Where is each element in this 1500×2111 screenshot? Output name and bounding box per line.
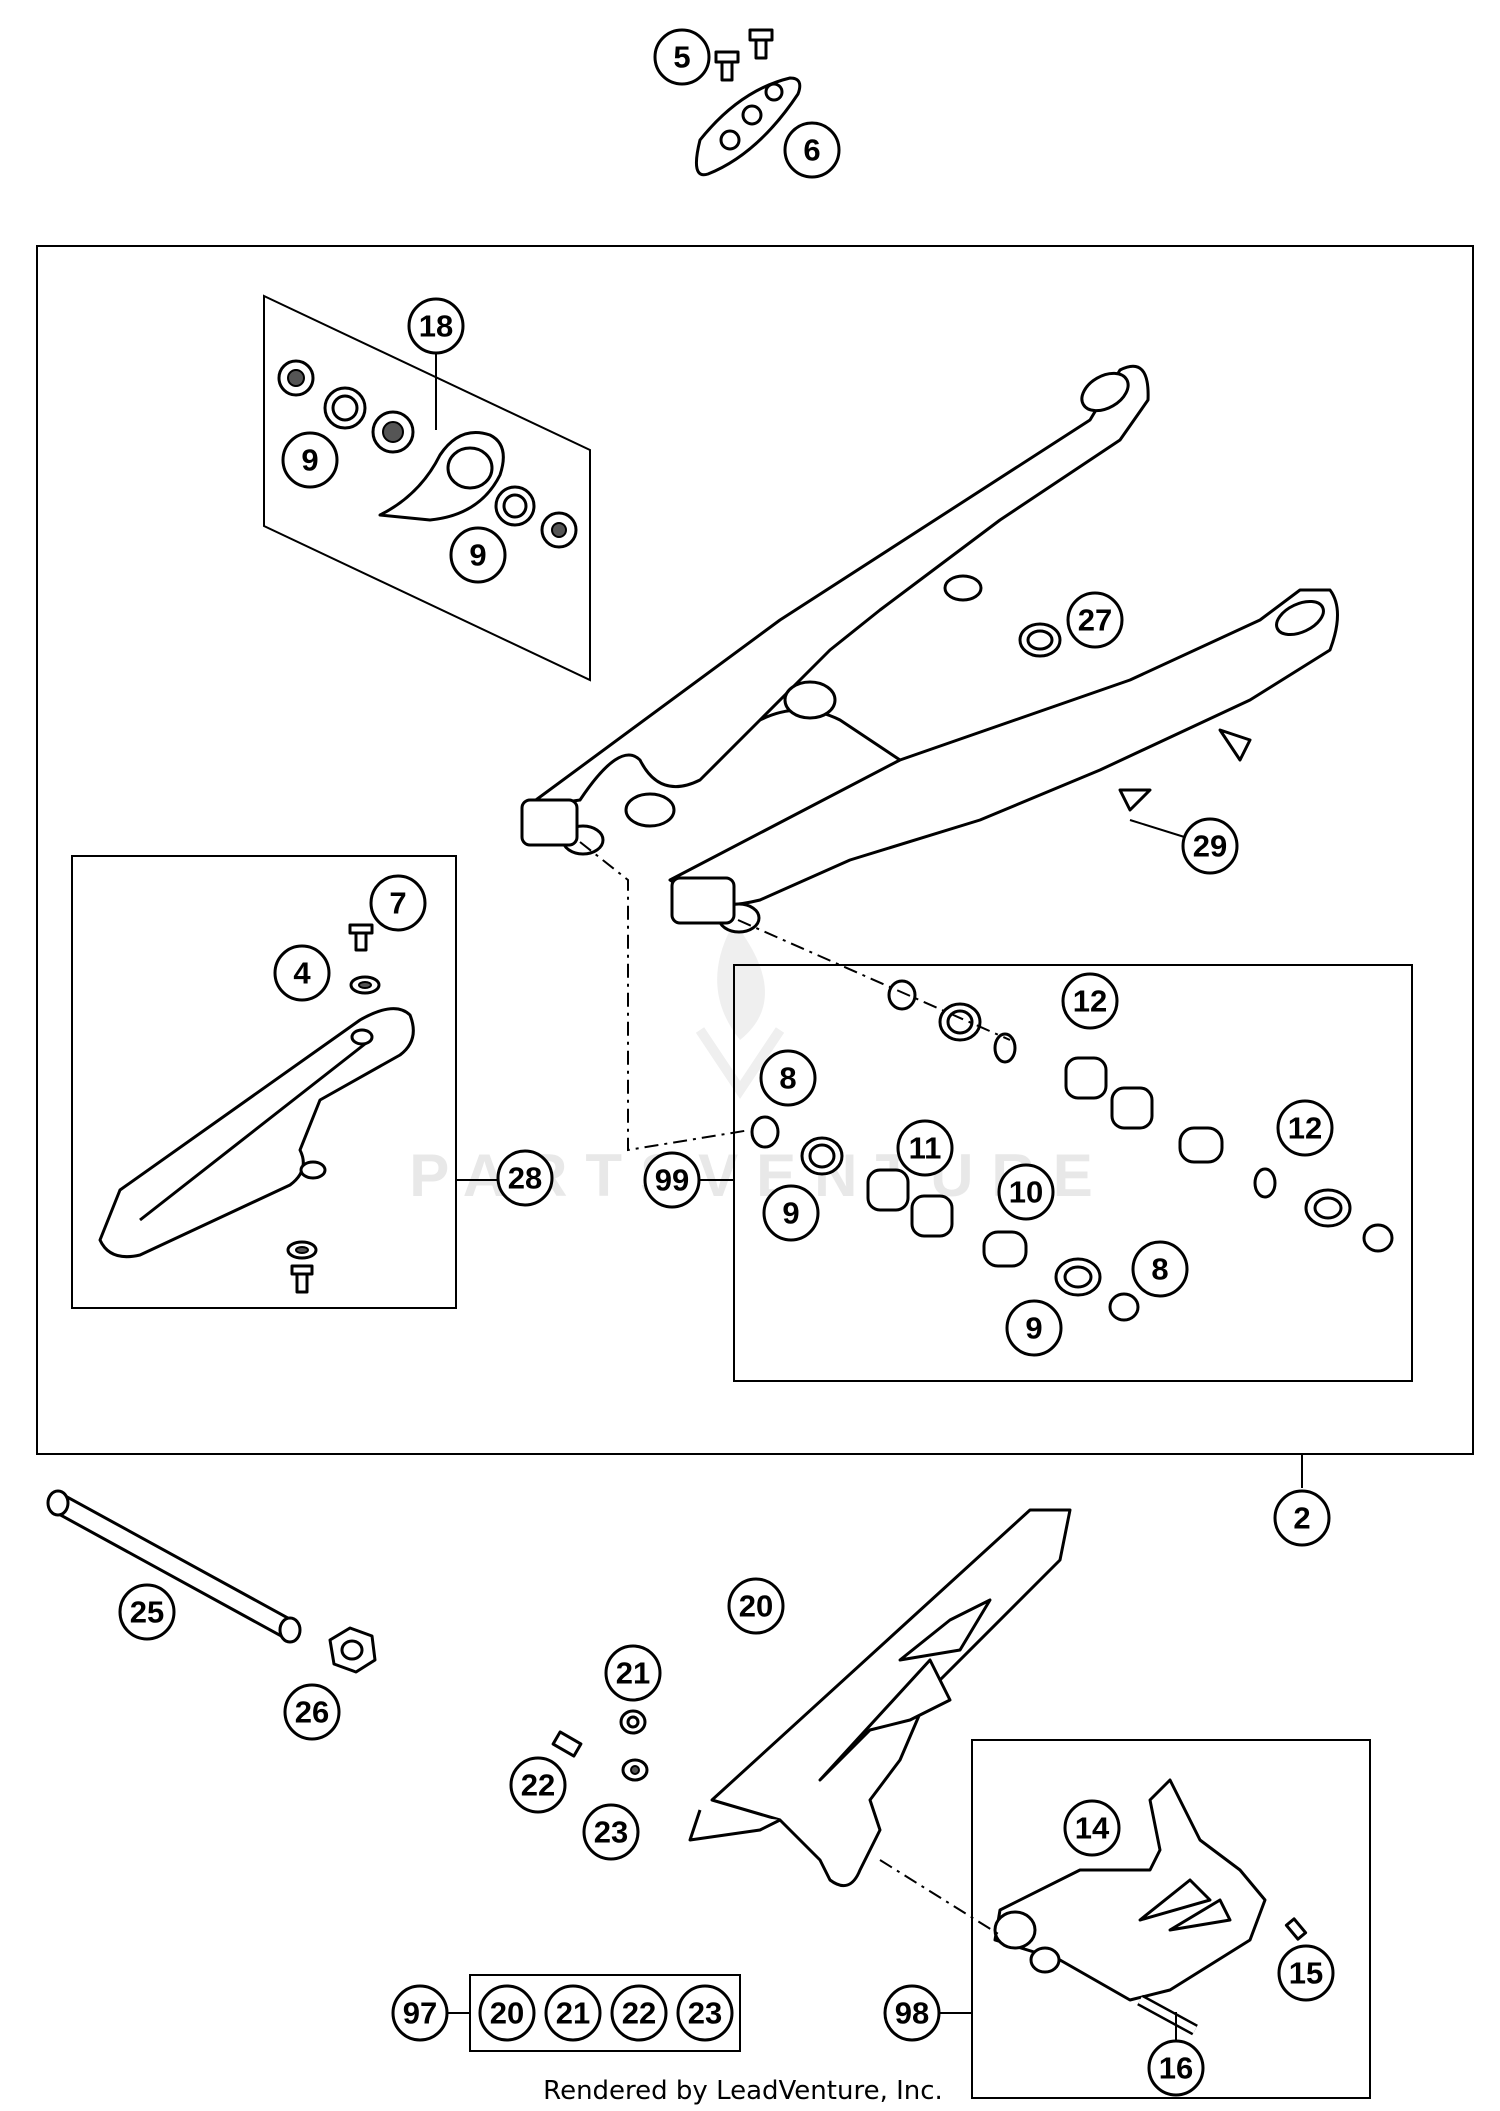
callout-7[interactable]: 7 — [369, 874, 427, 932]
svg-text:8: 8 — [1151, 1252, 1168, 1287]
callout-9-b[interactable]: 9 — [449, 526, 507, 584]
svg-text:98: 98 — [895, 1996, 929, 2031]
callout-20[interactable]: 20 — [727, 1577, 785, 1635]
svg-text:22: 22 — [521, 1768, 555, 1803]
callout-18[interactable]: 18 — [407, 297, 465, 355]
svg-text:20: 20 — [739, 1589, 773, 1624]
callout-8-a[interactable]: 8 — [759, 1049, 817, 1107]
chain-guard-plate-part — [694, 28, 802, 177]
chain-slider-part — [98, 923, 415, 1294]
callout-8-b[interactable]: 8 — [1131, 1240, 1189, 1298]
callout-14[interactable]: 14 — [1063, 1799, 1121, 1857]
render-credit: Rendered by LeadVenture, Inc. — [543, 2076, 943, 2106]
assembly-line-right — [737, 919, 1011, 1041]
assembly-line-left — [579, 841, 751, 1152]
callout-28[interactable]: 28 — [496, 1149, 554, 1207]
swingarm-assembly-frame — [36, 245, 1474, 1455]
svg-text:26: 26 — [295, 1695, 329, 1730]
svg-text:27: 27 — [1078, 603, 1112, 638]
chain-guide-frame — [971, 1739, 1371, 2099]
callout-9-a[interactable]: 9 — [281, 431, 339, 489]
svg-text:20: 20 — [490, 1996, 524, 2031]
svg-text:97: 97 — [403, 1996, 437, 2031]
svg-text:16: 16 — [1159, 2051, 1193, 2086]
axle-nut-part — [328, 1626, 377, 1674]
callout-10[interactable]: 10 — [997, 1163, 1055, 1221]
bearing-set-parts — [750, 979, 1394, 1322]
callout-9-d[interactable]: 9 — [1005, 1299, 1063, 1357]
svg-text:4: 4 — [293, 956, 311, 991]
svg-text:5: 5 — [673, 40, 690, 75]
svg-text:12: 12 — [1288, 1111, 1322, 1146]
swingarm-part — [520, 364, 1339, 934]
svg-text:9: 9 — [469, 538, 486, 573]
svg-text:21: 21 — [616, 1656, 650, 1691]
callout-5[interactable]: 5 — [653, 28, 711, 86]
callout-27[interactable]: 27 — [1066, 591, 1124, 649]
callout-9-c[interactable]: 9 — [762, 1184, 820, 1242]
svg-text:28: 28 — [508, 1161, 542, 1196]
seal-part — [1018, 622, 1062, 658]
callout-99[interactable]: 99 — [643, 1151, 701, 1209]
svg-text:7: 7 — [389, 886, 406, 921]
svg-text:6: 6 — [803, 133, 820, 168]
pivot-axle-part — [46, 1489, 302, 1644]
callout-22[interactable]: 22 — [509, 1756, 567, 1814]
svg-text:23: 23 — [688, 1996, 722, 2031]
svg-text:14: 14 — [1075, 1811, 1110, 1846]
assembly-line-guide — [879, 1859, 1001, 1936]
kit-item-22[interactable]: 22 — [610, 1984, 668, 2042]
svg-text:25: 25 — [130, 1595, 164, 1630]
kit-item-20[interactable]: 20 — [478, 1984, 536, 2042]
callout-12-b[interactable]: 12 — [1276, 1099, 1334, 1157]
svg-text:29: 29 — [1193, 829, 1227, 864]
svg-text:21: 21 — [556, 1996, 590, 2031]
bearing-kit-parts — [277, 359, 578, 549]
kit-item-23[interactable]: 23 — [676, 1984, 734, 2042]
callout-4[interactable]: 4 — [273, 944, 331, 1002]
svg-text:11: 11 — [909, 1131, 942, 1166]
chain-slider-frame — [71, 855, 457, 1309]
svg-text:9: 9 — [782, 1196, 799, 1231]
callout-12-a[interactable]: 12 — [1061, 972, 1119, 1030]
svg-text:9: 9 — [301, 443, 318, 478]
callout-26[interactable]: 26 — [283, 1683, 341, 1741]
callout-29[interactable]: 29 — [1181, 817, 1239, 875]
callout-11[interactable]: 11 — [896, 1119, 954, 1177]
callout-16[interactable]: 16 — [1147, 2039, 1205, 2097]
callout-6[interactable]: 6 — [783, 121, 841, 179]
callout-25[interactable]: 25 — [118, 1583, 176, 1641]
svg-text:12: 12 — [1073, 984, 1107, 1019]
svg-text:22: 22 — [622, 1996, 656, 2031]
callout-98[interactable]: 98 — [883, 1984, 941, 2042]
svg-text:8: 8 — [779, 1061, 796, 1096]
kit-item-21[interactable]: 21 — [544, 1984, 602, 2042]
svg-text:23: 23 — [594, 1815, 628, 1850]
svg-text:99: 99 — [655, 1163, 689, 1198]
chain-guide-part — [993, 1778, 1308, 2036]
callout-23[interactable]: 23 — [582, 1803, 640, 1861]
callout-21[interactable]: 21 — [604, 1644, 662, 1702]
svg-text:2: 2 — [1293, 1501, 1310, 1536]
callout-97[interactable]: 97 — [391, 1984, 449, 2042]
svg-text:18: 18 — [419, 309, 453, 344]
chain-guard-part — [551, 1508, 1072, 1888]
svg-text:10: 10 — [1009, 1175, 1043, 1210]
svg-text:15: 15 — [1289, 1956, 1323, 1991]
callout-15[interactable]: 15 — [1277, 1944, 1335, 2002]
bearing-kit-frame — [263, 294, 591, 682]
svg-text:9: 9 — [1025, 1311, 1042, 1346]
bearing-set-frame — [733, 964, 1413, 1382]
callout-2[interactable]: 2 — [1273, 1489, 1331, 1547]
